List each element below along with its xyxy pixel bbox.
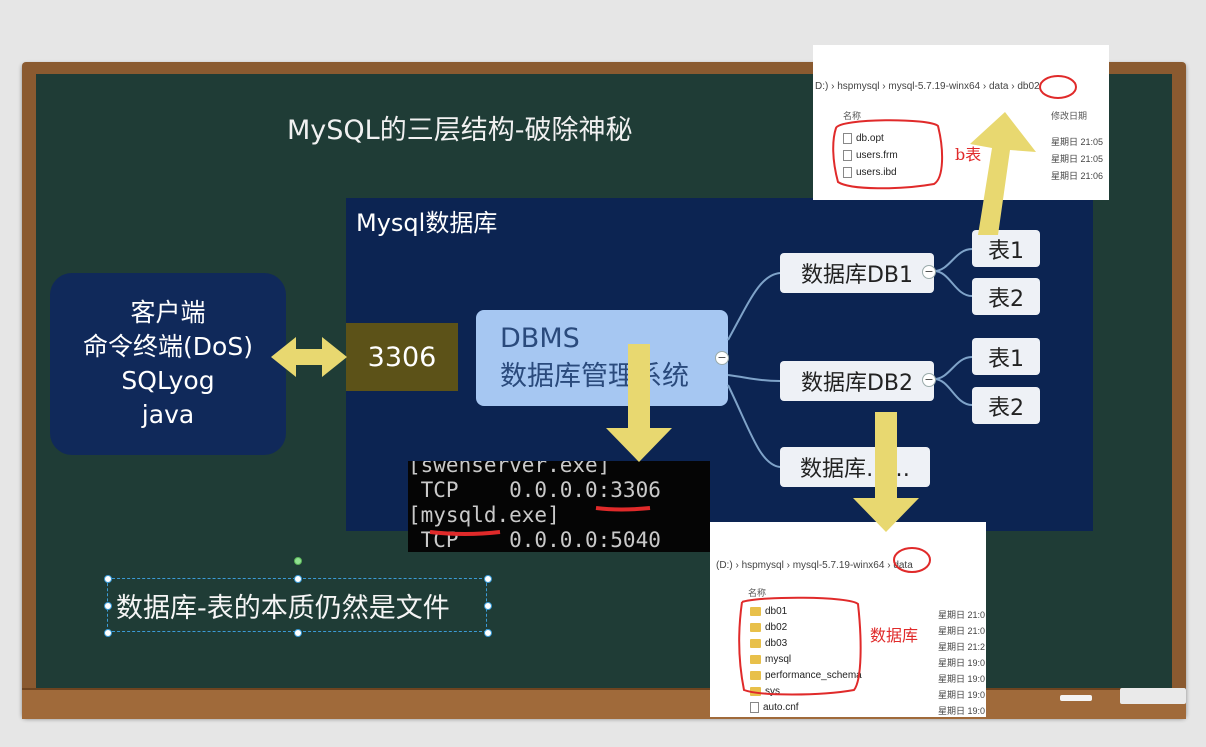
db2-table2-node: 表2 (972, 387, 1040, 424)
console-line: TCP 0.0.0.0:5040 (408, 528, 661, 552)
console-line: [swenserver.exe] (408, 461, 611, 477)
explorer-db02: D:) › hspmysql › mysql-5.7.19-winx64 › d… (813, 45, 1109, 200)
file-date: 星期日 21:05 (1051, 154, 1104, 164)
file-row[interactable]: db.opt (843, 133, 884, 144)
crumb-item[interactable]: mysql-5.7.19-winx64 (888, 81, 981, 92)
file-row[interactable]: auto.cnf (750, 702, 799, 713)
folder-row[interactable]: db03 (750, 638, 787, 649)
resize-handle[interactable] (484, 575, 492, 583)
console-line: TCP 0.0.0.0:3306 (408, 478, 661, 502)
file-icon (843, 167, 852, 178)
crumb-item[interactable]: db02 (1017, 81, 1040, 92)
client-box: 客户端 命令终端(DoS) SQLyog java (50, 273, 286, 455)
folder-date: 星期日 21:0 (938, 626, 986, 636)
folder-date: 星期日 21:0 (938, 610, 986, 620)
crumb-item[interactable]: data (988, 81, 1009, 92)
column-date[interactable]: 修改日期 (1051, 111, 1088, 121)
client-line: 命令终端(DoS) (83, 332, 253, 361)
chalkboard-ledge (22, 688, 1186, 719)
file-name: db.opt (856, 133, 884, 144)
folder-icon (750, 687, 761, 696)
rotate-handle[interactable] (294, 557, 302, 565)
folder-row[interactable]: db01 (750, 606, 787, 617)
folder-icon (750, 607, 761, 616)
folder-icon (750, 623, 761, 632)
resize-handle[interactable] (104, 629, 112, 637)
folder-name: db01 (765, 606, 788, 617)
file-date: 星期日 21:06 (1051, 171, 1104, 181)
resize-handle[interactable] (294, 575, 302, 583)
folder-row[interactable]: mysql (750, 654, 791, 665)
crumb-item[interactable]: mysql-5.7.19-winx64 (792, 560, 885, 571)
db1-table2-node: 表2 (972, 278, 1040, 315)
crumb-item[interactable]: hspmysql (741, 560, 784, 571)
folder-icon (750, 639, 761, 648)
eraser (1120, 688, 1186, 704)
folder-row[interactable]: db02 (750, 622, 787, 633)
db-more-node: 数据库…… (780, 447, 930, 487)
file-row[interactable]: users.ibd (843, 167, 897, 178)
annotation-label: b表 (955, 145, 982, 164)
collapse-icon[interactable]: − (922, 373, 936, 387)
folder-date: 星期日 21:2 (938, 642, 986, 652)
folder-icon (750, 671, 761, 680)
file-name: users.frm (856, 150, 898, 161)
explorer-data: (D:) › hspmysql › mysql-5.7.19-winx64 › … (710, 522, 986, 717)
collapse-icon[interactable]: − (715, 351, 729, 365)
folder-name: performance_schema (765, 670, 862, 681)
file-date: 星期日 21:05 (1051, 137, 1104, 147)
port-box: 3306 (346, 323, 458, 391)
dbms-line2: 数据库管理系统 (500, 361, 689, 392)
chalk-piece (1060, 695, 1092, 701)
collapse-icon[interactable]: − (922, 265, 936, 279)
file-row[interactable]: users.frm (843, 150, 898, 161)
dbms-box: DBMS 数据库管理系统 (476, 310, 728, 406)
folder-date: 星期日 19:0 (938, 674, 986, 684)
panel-title: Mysql数据库 (356, 209, 498, 237)
breadcrumb: (D:) › hspmysql › mysql-5.7.19-winx64 › … (716, 560, 913, 571)
crumb-item[interactable]: D:) (815, 81, 829, 92)
db2-node: 数据库DB2 (780, 361, 934, 401)
folder-date: 星期日 19:0 (938, 658, 986, 668)
crumb-item[interactable]: data (893, 560, 913, 571)
resize-handle[interactable] (104, 602, 112, 610)
annotation-label: 数据库 (870, 626, 919, 645)
console-snippet: [swenserver.exe] TCP 0.0.0.0:3306 [mysql… (408, 461, 710, 552)
db1-table1-node: 表1 (972, 230, 1040, 267)
db1-node: 数据库DB1 (780, 253, 934, 293)
file-icon (843, 133, 852, 144)
folder-name: db02 (765, 622, 788, 633)
console-line: [mysqld.exe] (408, 503, 560, 527)
column-name[interactable]: 名称 (748, 588, 767, 598)
folder-date: 星期日 19:0 (938, 690, 986, 700)
slide-title: MySQL的三层结构-破除神秘 (287, 115, 633, 146)
folder-date: 星期日 19:0 (938, 706, 986, 716)
file-name: users.ibd (856, 167, 897, 178)
caption-textbox[interactable]: 数据库-表的本质仍然是文件 (107, 578, 487, 632)
db2-table1-node: 表1 (972, 338, 1040, 375)
client-line: SQLyog (121, 366, 215, 395)
resize-handle[interactable] (484, 629, 492, 637)
column-name[interactable]: 名称 (843, 111, 862, 121)
client-line: 客户端 (130, 298, 206, 327)
file-icon (843, 150, 852, 161)
folder-name: db03 (765, 638, 788, 649)
resize-handle[interactable] (294, 629, 302, 637)
crumb-item[interactable]: hspmysql (837, 81, 880, 92)
client-line: java (141, 400, 195, 429)
crumb-item[interactable]: (D:) (716, 560, 733, 571)
folder-icon (750, 655, 761, 664)
breadcrumb: D:) › hspmysql › mysql-5.7.19-winx64 › d… (815, 81, 1040, 92)
file-name: auto.cnf (763, 702, 799, 713)
folder-row[interactable]: performance_schema (750, 670, 862, 681)
resize-handle[interactable] (104, 575, 112, 583)
resize-handle[interactable] (484, 602, 492, 610)
file-icon (750, 702, 759, 713)
folder-row[interactable]: sys (750, 686, 780, 697)
folder-name: sys (765, 686, 780, 697)
folder-name: mysql (765, 654, 792, 665)
dbms-line1: DBMS (500, 323, 580, 354)
